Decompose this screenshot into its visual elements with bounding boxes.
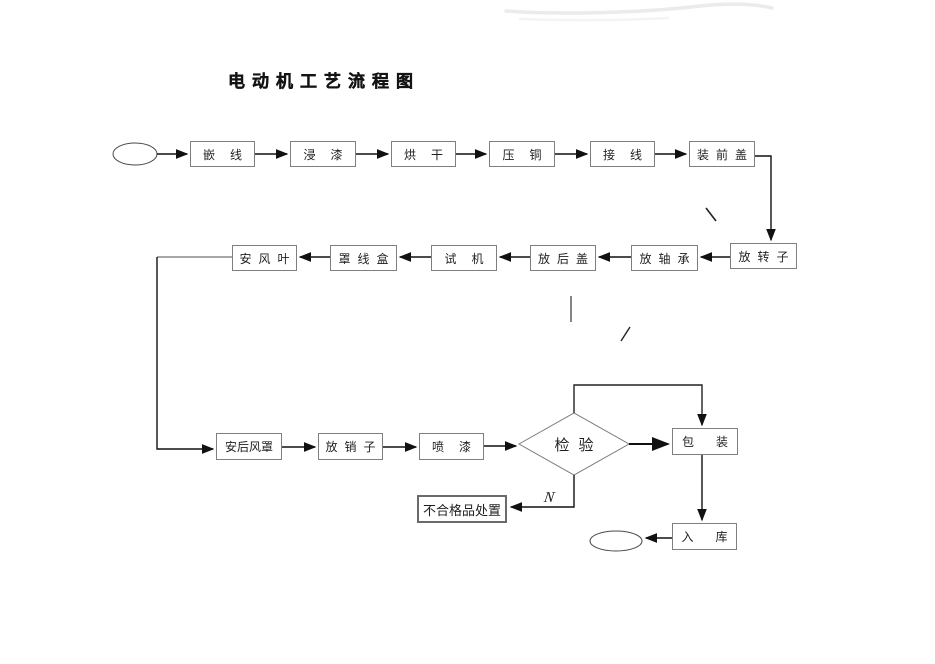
node-honggan-label: 烘干 bbox=[403, 147, 458, 162]
node-jiexian: 接线 bbox=[590, 141, 655, 167]
node-anfengye: 安风叶 bbox=[232, 245, 297, 271]
edge-corner-anhoufengzhao bbox=[156, 257, 215, 454]
node-penqi-label: 喷漆 bbox=[431, 440, 486, 454]
node-buhegepin-chuzhi: 不合格品处置 bbox=[417, 495, 507, 523]
node-shiji: 试机 bbox=[431, 245, 497, 271]
node-jinqi-label: 浸漆 bbox=[303, 147, 358, 162]
node-shiji-label: 试机 bbox=[444, 251, 499, 266]
node-penqi: 喷漆 bbox=[419, 433, 484, 460]
node-baozhuang-label: 包装 bbox=[681, 435, 750, 449]
node-zhuangqiangai-label: 装前盖 bbox=[696, 147, 754, 162]
node-buhegepin-chuzhi-label: 不合格品处置 bbox=[422, 502, 501, 518]
node-fangzhoucheng: 放轴承 bbox=[631, 245, 698, 271]
node-yatong: 压铜 bbox=[489, 141, 555, 167]
edge-zhuangqiangai-fangzhuanzi bbox=[755, 155, 776, 242]
node-fangzhuanzi-label: 放转子 bbox=[738, 249, 796, 264]
edge-jianyan-reject bbox=[509, 475, 575, 512]
node-baozhuang: 包装 bbox=[672, 428, 738, 455]
node-fangxiaozi-label: 放销子 bbox=[325, 440, 383, 454]
node-zhaoxianhe: 罩线盒 bbox=[330, 245, 397, 271]
edge-jianyan-top-baozhuang bbox=[573, 384, 707, 427]
node-qianxian: 嵌线 bbox=[190, 141, 255, 167]
node-anhoufengzhao: 安后风罩 bbox=[216, 433, 282, 460]
node-honggan: 烘干 bbox=[391, 141, 456, 167]
node-ruku: 入库 bbox=[672, 523, 737, 550]
start-terminator-ellipse bbox=[112, 142, 158, 166]
node-fangxiaozi: 放销子 bbox=[318, 433, 383, 460]
node-fanghougai-label: 放后盖 bbox=[537, 251, 595, 266]
node-ruku-label: 入库 bbox=[681, 530, 750, 544]
node-zhaoxianhe-label: 罩线盒 bbox=[338, 251, 396, 266]
node-fangzhuanzi: 放转子 bbox=[730, 243, 797, 269]
node-jiexian-label: 接线 bbox=[602, 147, 657, 162]
node-jianyan: 检验 bbox=[519, 413, 629, 475]
page-title: 电动机工艺流程图 bbox=[228, 72, 420, 91]
node-anhoufengzhao-label: 安后风罩 bbox=[224, 440, 273, 454]
node-anfengye-label: 安风叶 bbox=[239, 251, 297, 266]
node-jinqi: 浸漆 bbox=[290, 141, 356, 167]
node-fangzhoucheng-label: 放轴承 bbox=[639, 251, 697, 266]
node-yatong-label: 压铜 bbox=[502, 147, 557, 162]
node-fanghougai: 放后盖 bbox=[530, 245, 596, 271]
scan-smudge-mark bbox=[504, 2, 774, 22]
node-zhuangqiangai: 装前盖 bbox=[689, 141, 755, 167]
node-qianxian-label: 嵌线 bbox=[202, 147, 257, 162]
node-jianyan-label: 检验 bbox=[554, 436, 603, 454]
stray-pen-marks bbox=[570, 207, 717, 342]
end-terminator-ellipse bbox=[589, 530, 643, 552]
